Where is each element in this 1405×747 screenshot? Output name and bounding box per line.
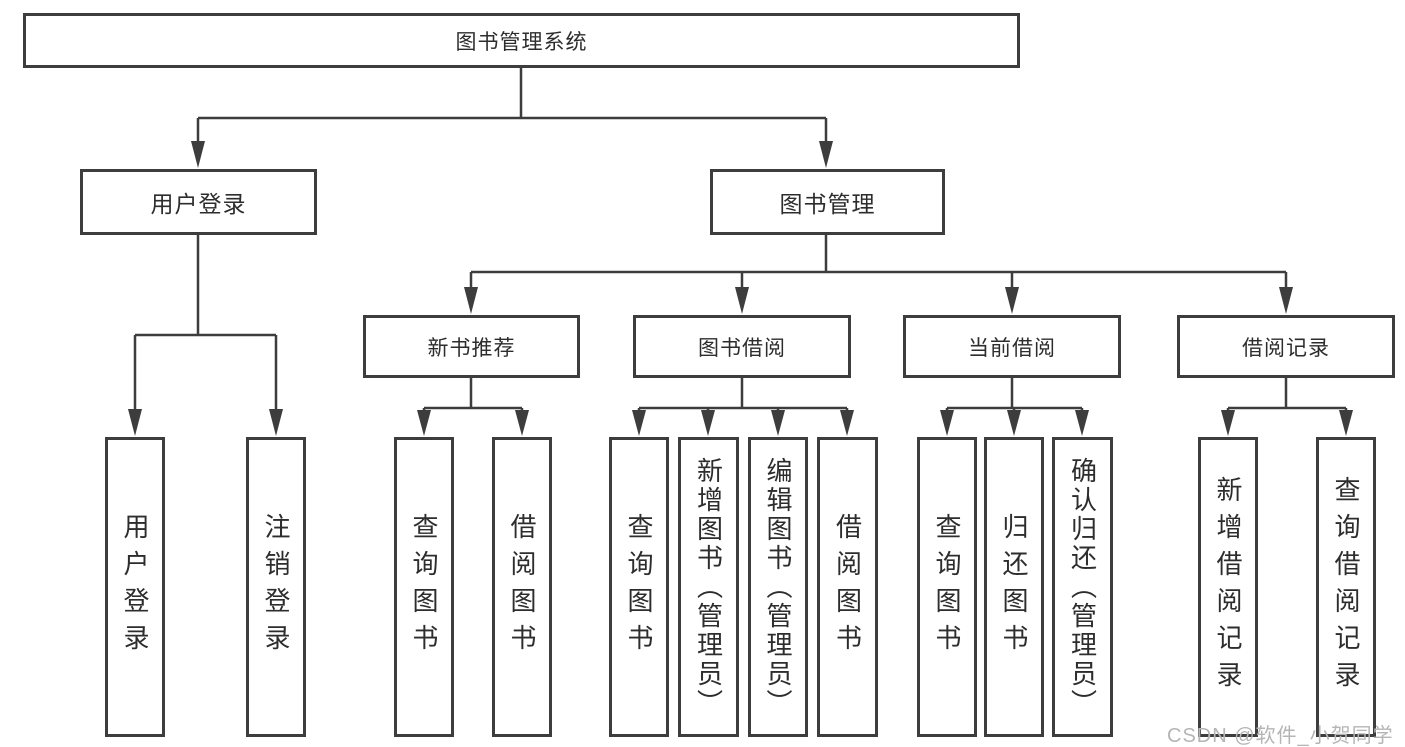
arrowhead [515, 410, 529, 436]
node-new-book-recommend: 新书推荐 [363, 315, 580, 378]
leaf-logout: 注销登录 [246, 437, 306, 737]
connector-bookmgmt-to-level3 [469, 233, 1288, 290]
node-label: 借阅图书 [507, 513, 537, 661]
leaf-add-borrow-record: 新增借阅记录 [1198, 437, 1258, 737]
node-label: 归还图书 [999, 513, 1029, 661]
node-label: 用户登录 [120, 513, 150, 661]
leaf-borrow-books-borrowing: 借阅图书 [817, 437, 878, 737]
arrowhead [269, 409, 283, 436]
arrowhead [1279, 287, 1293, 314]
arrowhead [1075, 410, 1089, 436]
leaf-query-books-current: 查询图书 [917, 437, 977, 737]
leaf-return-book: 归还图书 [984, 437, 1044, 737]
csdn-watermark: CSDN @软件_小贺同学 [1167, 725, 1394, 747]
leaf-add-book-admin: 新增图书（管理员） [678, 437, 739, 737]
leaf-edit-book-admin: 编辑图书（管理员） [748, 437, 808, 737]
node-label: 注销登录 [261, 513, 291, 661]
arrowhead [1221, 410, 1235, 436]
connector-borrowrecords-to-leaves [1226, 378, 1348, 411]
node-label: 借阅记录 [1242, 336, 1330, 360]
node-label: 编辑图书（管理员） [763, 456, 793, 718]
leaf-query-books-borrowing: 查询图书 [609, 437, 669, 737]
node-label: 当前借阅 [968, 336, 1056, 360]
node-label: 查询图书 [624, 513, 654, 661]
node-label: 查询借阅记录 [1331, 476, 1361, 698]
node-user-login: 用户登录 [80, 169, 317, 235]
connector-newbooks-to-leaves [422, 378, 524, 411]
arrowhead [191, 141, 205, 168]
arrowhead [735, 287, 749, 314]
node-label: 图书管理系统 [455, 30, 588, 54]
node-label: 确认归还（管理员） [1067, 456, 1098, 718]
node-label: 新书推荐 [427, 336, 516, 360]
connector-currentborrow-to-leaves [945, 378, 1084, 411]
node-book-borrowing: 图书借阅 [633, 315, 851, 378]
node-label: 查询图书 [409, 513, 439, 661]
node-label: 图书借阅 [698, 336, 786, 360]
node-label: 查询图书 [932, 513, 962, 661]
arrowhead [632, 410, 646, 436]
node-current-borrowing: 当前借阅 [903, 315, 1121, 378]
arrowhead [417, 410, 431, 436]
leaf-query-books-newbooks: 查询图书 [394, 437, 454, 737]
connector-userlogin-to-leaves [133, 233, 278, 412]
node-system-root: 图书管理系统 [23, 13, 1020, 68]
node-book-management: 图书管理 [710, 169, 945, 235]
arrowhead [1007, 410, 1021, 436]
node-borrowing-records: 借阅记录 [1177, 315, 1395, 378]
arrowhead [1005, 287, 1019, 314]
arrowhead [464, 287, 478, 314]
arrowhead [1339, 410, 1353, 436]
node-label: 新增图书（管理员） [693, 456, 724, 718]
leaf-query-borrow-record: 查询借阅记录 [1316, 437, 1376, 737]
node-label: 图书管理 [779, 191, 876, 217]
node-label: 借阅图书 [832, 513, 863, 661]
arrowhead [128, 409, 142, 436]
arrowhead [771, 410, 785, 436]
leaf-user-login: 用户登录 [105, 437, 165, 737]
arrowhead [819, 141, 833, 168]
arrowhead [840, 410, 854, 436]
leaf-borrow-books-newbooks: 借阅图书 [492, 437, 552, 737]
arrowhead [701, 410, 715, 436]
leaf-confirm-return-admin: 确认归还（管理员） [1052, 437, 1113, 737]
connector-root-to-level2 [196, 66, 828, 146]
connector-bookborrow-to-leaves [637, 378, 849, 411]
node-label: 新增借阅记录 [1213, 476, 1243, 698]
node-label: 用户登录 [150, 191, 247, 217]
arrowhead [940, 410, 954, 436]
